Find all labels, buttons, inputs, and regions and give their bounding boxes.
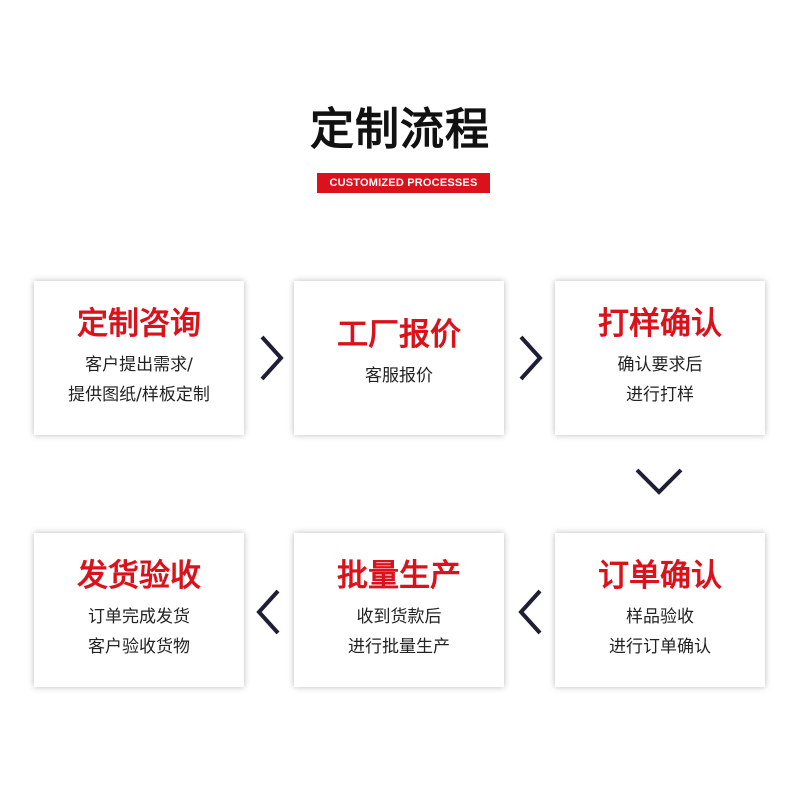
step-title: 工厂报价	[337, 317, 461, 353]
step-description-line: 订单完成发货	[88, 607, 190, 627]
step-card-sampling: 打样确认 确认要求后 进行打样	[555, 281, 765, 435]
step-description-line: 进行打样	[626, 385, 694, 405]
step-title: 打样确认	[598, 306, 722, 342]
step-description-line: 提供图纸/样板定制	[68, 385, 210, 405]
step-description-line: 进行订单确认	[609, 637, 711, 657]
chevron-down-icon	[634, 460, 684, 500]
step-title: 定制咨询	[77, 306, 201, 342]
subtitle-badge: CUSTOMIZED PROCESSES	[317, 173, 490, 193]
chevron-left-icon	[248, 588, 288, 636]
step-card-order-confirmation: 订单确认 样品验收 进行订单确认	[555, 533, 765, 687]
step-card-production: 批量生产 收到货款后 进行批量生产	[294, 533, 504, 687]
step-description-line: 客户验收货物	[88, 637, 190, 657]
step-card-consultation: 定制咨询 客户提出需求/ 提供图纸/样板定制	[34, 281, 244, 435]
step-description-line: 样品验收	[626, 607, 694, 627]
step-title: 发货验收	[77, 558, 201, 594]
step-description-line: 收到货款后	[356, 607, 442, 627]
step-description-line: 客服报价	[365, 366, 433, 386]
step-title: 订单确认	[598, 558, 722, 594]
step-card-shipping: 发货验收 订单完成发货 客户验收货物	[34, 533, 244, 687]
step-description-line: 进行批量生产	[348, 637, 450, 657]
step-title: 批量生产	[337, 558, 461, 594]
chevron-right-icon	[252, 334, 292, 382]
step-description-line: 客户提出需求/	[85, 355, 193, 375]
step-description-line: 确认要求后	[617, 355, 703, 375]
page-title: 定制流程	[310, 104, 490, 155]
step-card-quotation: 工厂报价 客服报价	[294, 281, 504, 435]
chevron-right-icon	[511, 334, 551, 382]
chevron-left-icon	[510, 588, 550, 636]
